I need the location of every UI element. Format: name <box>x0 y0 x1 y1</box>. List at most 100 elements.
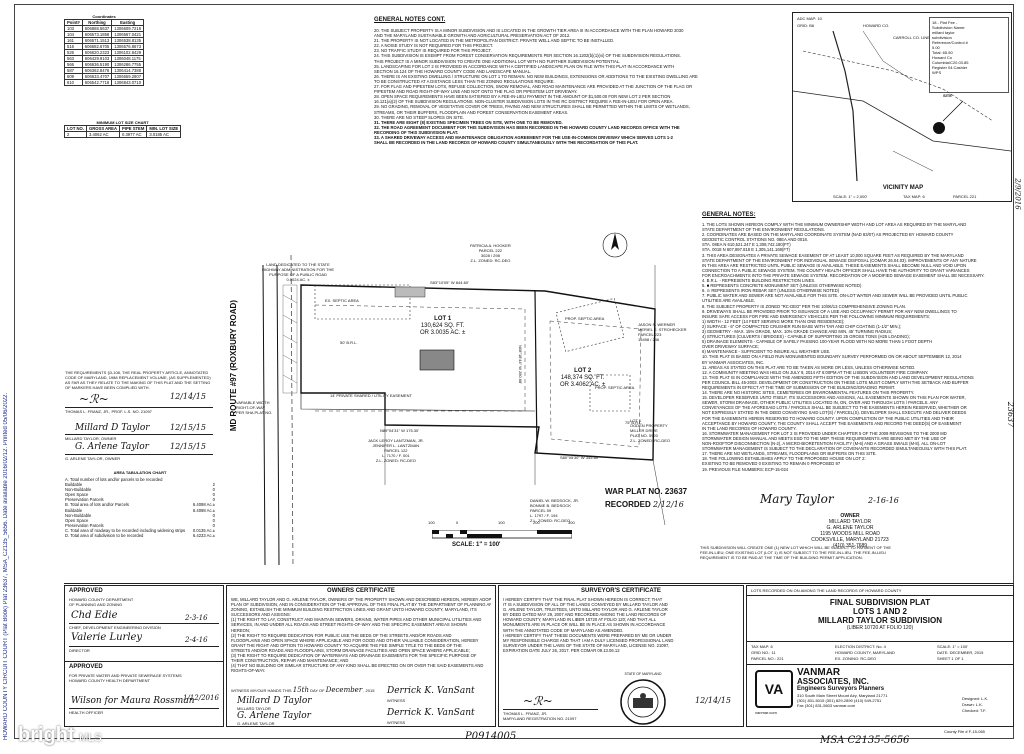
area-label: D. Total area of subdivision to be recor… <box>65 533 144 539</box>
general-notes: GENERAL NOTES: 1. THE LOTS SHOWN HEREON … <box>702 212 1007 472</box>
note-line: 19. PREVIOUS FILE NUMBERS: ECP-15-024 <box>702 466 789 472</box>
scale-tick-label: 100 <box>498 520 505 525</box>
cert-line: ZONING, ESTABLISH THE MINIMUM BUILDING R… <box>231 607 477 613</box>
cert-line: HOWARD COUNTY, MARYLAND IN LIBER 10720 A… <box>503 617 656 623</box>
note-line: 3) GEOMETRY - MAX. 15% GRADE, MAX. 10% G… <box>702 328 893 334</box>
owner-line: Z.L. ZONED: RC-DEO <box>630 438 671 443</box>
cert-line: (1) THE RIGHT TO LAY, CONSTRUCT AND MAIN… <box>231 617 482 623</box>
note-line: 23. NO TRAFFIC STUDY IS REQUIRED FOR THI… <box>374 48 492 54</box>
cell: 606620.2323 <box>81 49 113 56</box>
grid-no: GRID NO.: 11 <box>751 650 776 655</box>
note-line: REQUIREMENTS IN EFFECT AT THE TIME OF SU… <box>702 385 896 390</box>
note-line: STATE DEPARTMENT OF THE ENVIRONMENT REGU… <box>702 227 825 233</box>
cert-line: THEIR CONSTRUCTION, REPAIR AND MAINTENAN… <box>231 658 349 664</box>
cert-line: (3) THE RIGHT TO REQUIRE DEDICATION OF W… <box>231 653 477 659</box>
note-line: SECTION 16.124 OF THE HOWARD COUNTY CODE… <box>374 68 532 74</box>
fee-stamp: 18 - Plat Fee -Subdivision Name:millard … <box>929 17 1009 93</box>
cell: 606633.4707 <box>81 73 113 80</box>
note-line: 31. THERE ARE EIGHT (8) EXISTING SPECIME… <box>374 119 563 125</box>
approval-block: APPROVED HOWARD COUNTY DEPARTMENT OF PLA… <box>64 585 224 727</box>
surveyor-date: 12/14/15 <box>695 696 731 705</box>
cell: 1306286.7755 <box>111 61 145 68</box>
bearing-label: S80°05'30" W 345.60' <box>560 455 599 460</box>
owner-name: G. ARLENE TAYLOR <box>237 721 275 726</box>
cell: 1306102.8429 <box>111 49 145 56</box>
vicinity-map-roads <box>793 31 1011 181</box>
area-value: 0 <box>212 517 215 523</box>
brl-label: 75' B.R.L. <box>625 420 643 425</box>
cert-line: BY DEED DATED MAY 29, 2007 AND RECORDED … <box>503 612 667 618</box>
general-notes-cont: GENERAL NOTES CONT. 20. THE SUBJECT PROP… <box>374 17 789 145</box>
sheet: SHEET 1 OF 1 <box>937 656 964 661</box>
area-value: 6.4098 Ac.± <box>192 502 215 508</box>
owner-line: PARCEL 122 <box>384 448 408 453</box>
cert-line: WE, MILLARD TAYLOR AND G. ARLENE TAYLOR,… <box>231 597 491 602</box>
plat-certification: THE REQUIREMENTS §3-108, THE REAL PROPER… <box>65 370 215 461</box>
cert-line: MONUMENTS ARE IN PLACE OR WILL BE IN PLA… <box>503 622 666 628</box>
scale-tick-label: 100 <box>428 520 435 525</box>
owner-line: OGDEN PROPERTY <box>630 423 668 428</box>
cell: 1306843.0710 <box>111 79 145 86</box>
tax-map: TAX MAP: 6 <box>751 644 773 649</box>
cert-line: GRANT THE RIGHT AND OPTION TO HOWARD COU… <box>231 642 462 648</box>
owner-line: LAND DEDICATED TO THE STATE <box>266 262 330 267</box>
note-line: 32. THE ROAD AGREEMENT DOCUMENT FOR THIS… <box>374 124 680 130</box>
area-value: 6.4098 Ac.± <box>192 507 215 513</box>
area-label: Buildable <box>65 507 83 513</box>
note-line: PIPESTEM AND ROAD RIGHT-OF-WAY LINE AND … <box>374 89 578 95</box>
note-line: GEODETIC CONTROL STATIONS NO. 08EA AND 0… <box>702 237 809 243</box>
note-line: STATE DEPARTMENT OF THE ENVIRONMENT FOR … <box>702 257 977 263</box>
recorded-date: 2/12/16 <box>653 500 684 509</box>
stamp-line: WPS <box>932 70 942 75</box>
vicinity-tax-map: TAX MAP: 6 <box>903 194 925 199</box>
approved-dept: HOWARD COUNTY DEPARTMENT <box>69 597 134 602</box>
area-value: 2 <box>212 482 215 488</box>
lot1-acres: OR 3.0035 AC. ± <box>420 330 466 336</box>
signature: ~ℛ~ <box>79 392 109 406</box>
owner-line: Z.L. ZONED: RC-DEO <box>470 258 511 263</box>
seal-text: STATE OF MARYLAND <box>624 672 662 676</box>
cert-line: FLOODPLAINS AND OPEN SPACE WHERE APPLICA… <box>231 637 479 643</box>
scale-label: SCALE: 1" = 100' <box>452 542 501 548</box>
note-line: 14. THERE ARE NO HISTORIC SITES, CEMETER… <box>702 390 915 396</box>
note-line: NOT EXPRESSLY STATED IN THE DEED CONVEYI… <box>702 410 967 416</box>
signatory-name: MILLARD TAYLOR, OWNER <box>65 436 117 441</box>
approved-title: APPROVED <box>69 588 103 594</box>
note-line: 27. FOR FLAG AND PIPESTEM LOTS, REFUSE C… <box>374 84 693 90</box>
owner-line: 0.0024 AC. ± <box>286 277 310 282</box>
cell: 1306576.8673 <box>111 43 145 50</box>
signature: Millard D Taylor <box>237 696 312 706</box>
owners-certificate: OWNERS CERTIFICATE WE, MILLARD TAYLOR AN… <box>226 585 496 727</box>
note-line: 6) MAINTENANCE - SUFFICIENT TO INSURE AL… <box>702 349 831 355</box>
cell: 3.4062 AC <box>85 131 120 138</box>
note-line: 6. ⊙ REPRESENTS IRON REBAR SET (UNLESS O… <box>702 288 840 294</box>
area-label: A. Total number of lots and/or parcels t… <box>65 477 163 482</box>
approved-dept-2: OF PLANNING AND ZONING <box>69 602 123 607</box>
owner-line: VARIABLE WIDTH <box>236 400 270 405</box>
cert-line: STREETS AND/OR ROADS AND FLOODPLAINS, ST… <box>231 647 470 653</box>
witness-day: 15th <box>292 686 309 694</box>
cert-line: HEREON; <box>231 627 251 633</box>
stamp-line: millard taylor <box>932 30 955 35</box>
cell: 606682.6705 <box>81 43 113 50</box>
septic-label: PROP. SEPTIC AREA <box>595 385 635 390</box>
owner-line: PER SHA PLAT NO. <box>236 410 273 415</box>
owner-line: HIGHWAY ADMINISTRATION FOR THE <box>262 267 335 272</box>
logo-sub: MLS <box>79 732 102 744</box>
note-line: STA. 08EA N 610,521.247 E 1,308,742.180(… <box>702 242 791 248</box>
note-line: RECORDING OF THIS SUBDIVISION PLAT. <box>374 129 459 135</box>
note-line: INSURE SAFE ACCESS FOR FIRE AND EMERGENC… <box>702 313 931 319</box>
cell: 606636.5190 <box>81 61 113 68</box>
surveyor-reg: MARYLAND REGISTRATION NO. 21097 <box>503 716 577 721</box>
min-lot-size-chart: MINIMUM LOT SIZE CHART LOT NO. GROSS ARE… <box>64 120 182 138</box>
note-line: IN THE LAND RECORDS OF HOWARD COUNTY. <box>702 425 797 431</box>
owner-line: PARCEL 223 <box>638 332 662 337</box>
cert-line: G. ARLENE TAYLOR, TRUSTEES, UNTO MILLARD… <box>503 607 668 613</box>
owners-cert-title: OWNERS CERTIFICATE <box>327 588 395 594</box>
election-district: ELECTION DISTRICT: No. 4 <box>835 644 886 649</box>
